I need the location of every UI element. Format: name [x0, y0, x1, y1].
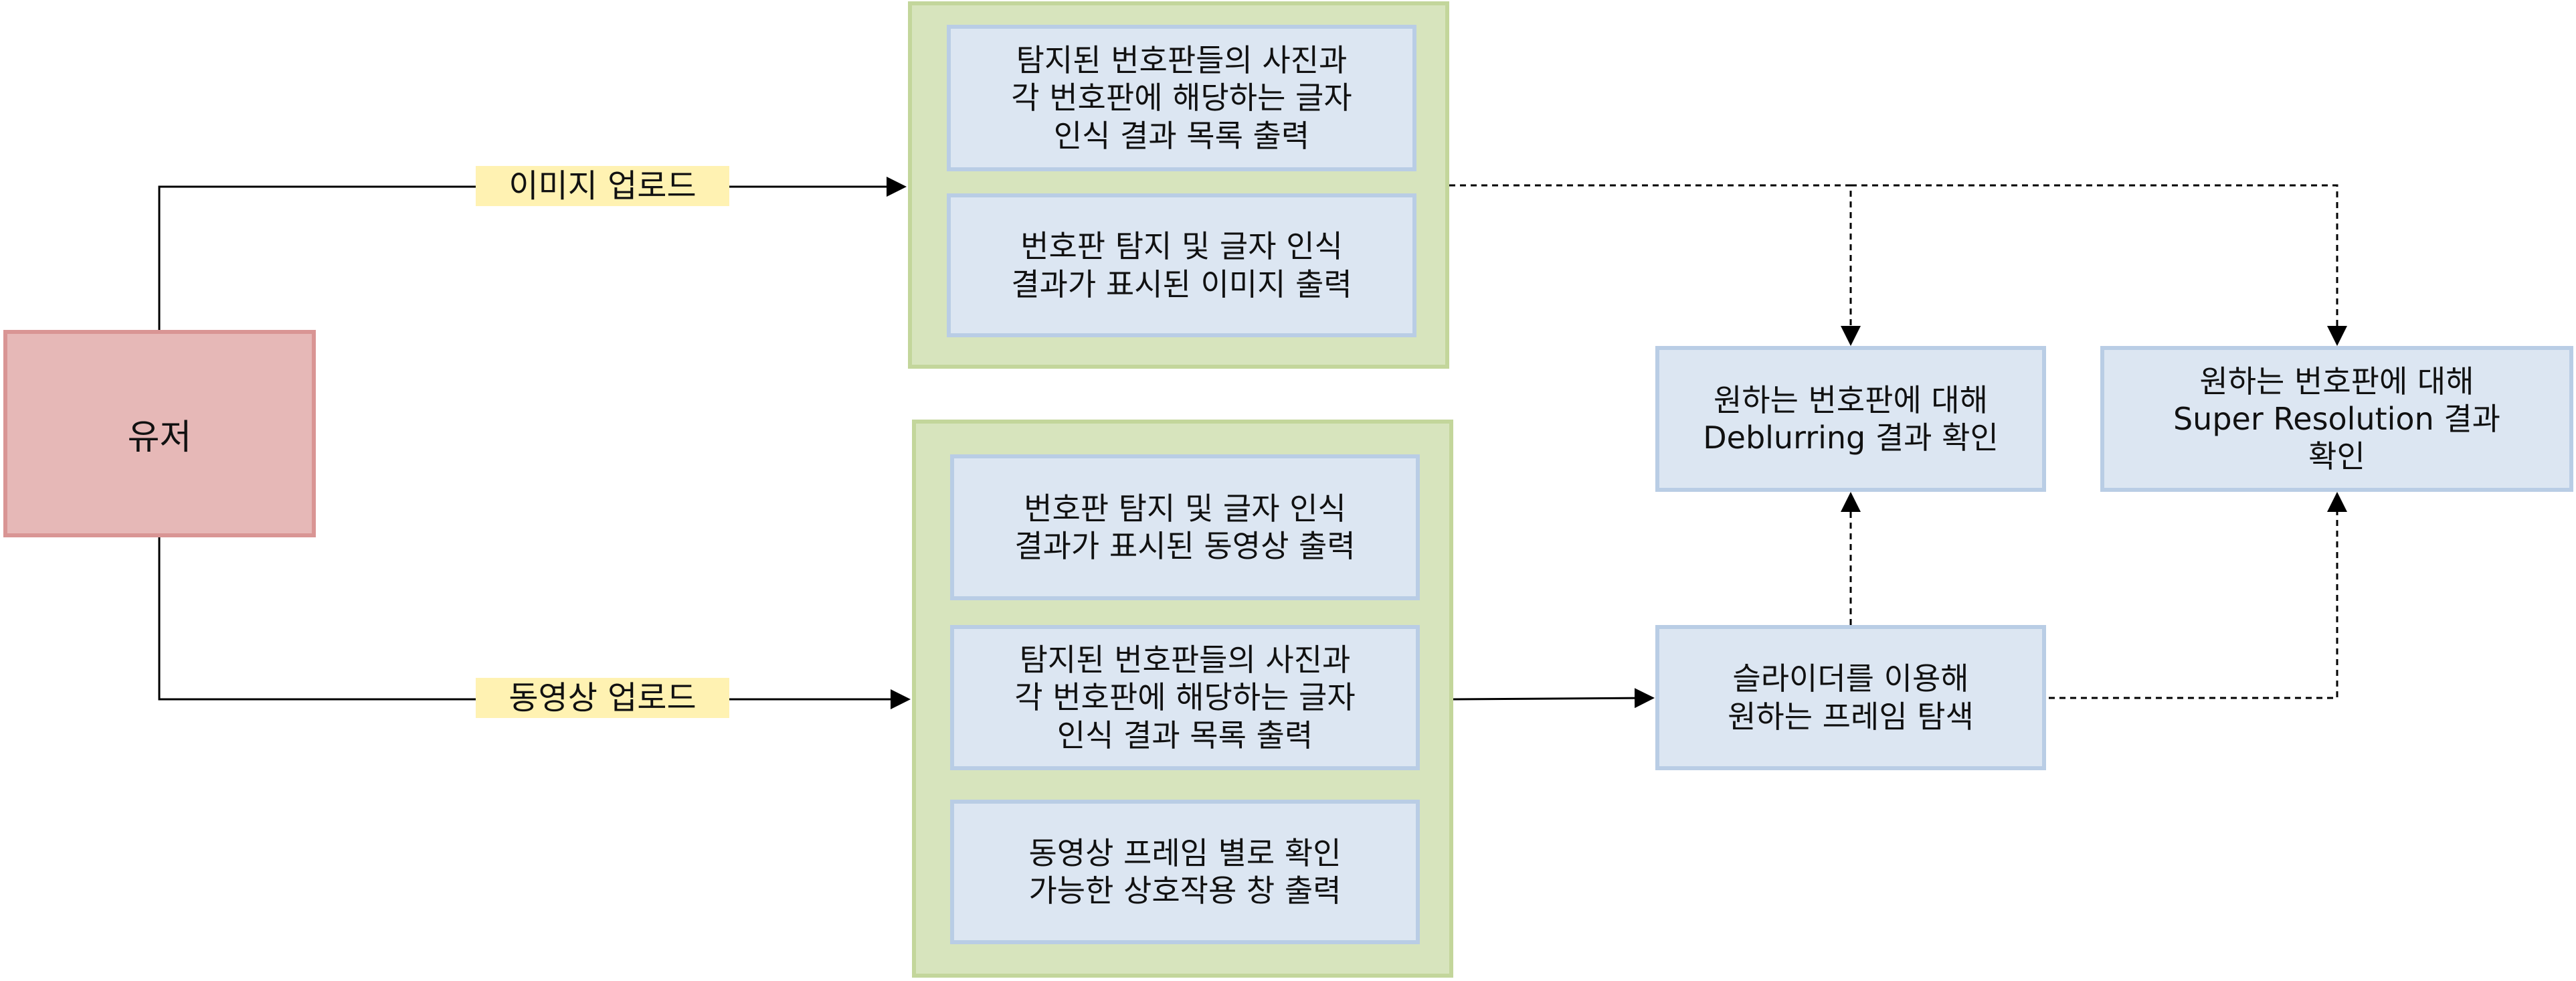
image-plate-list-box: 탐지된 번호판들의 사진과 각 번호판에 해당하는 글자 인식 결과 목록 출력 [947, 25, 1416, 171]
image-upload-label: 이미지 업로드 [476, 166, 729, 206]
video-interaction-box: 동영상 프레임 별로 확인 가능한 상호작용 창 출력 [950, 800, 1420, 944]
edge-image-group-to-super-res [1851, 184, 2347, 346]
deblur-box: 원하는 번호판에 대해 Deblurring 결과 확인 [1655, 346, 2046, 492]
edge-video-group-to-slider [1453, 688, 1655, 709]
video-result-box: 번호판 탐지 및 글자 인식 결과가 표시된 동영상 출력 [950, 454, 1420, 600]
video-upload-label: 동영상 업로드 [476, 678, 729, 718]
super-resolution-box: 원하는 번호판에 대해 Super Resolution 결과 확인 [2100, 346, 2573, 492]
edge-user-to-image-group [158, 177, 907, 330]
user-node: 유저 [3, 330, 316, 537]
edge-image-group-to-deblur [1449, 184, 1861, 346]
edge-slider-to-super-res [2049, 492, 2347, 699]
image-result-box: 번호판 탐지 및 글자 인식 결과가 표시된 이미지 출력 [947, 193, 1416, 337]
video-plate-list-box: 탐지된 번호판들의 사진과 각 번호판에 해당하는 글자 인식 결과 목록 출력 [950, 625, 1420, 770]
slider-frame-search-box: 슬라이더를 이용해 원하는 프레임 탐색 [1655, 625, 2046, 770]
edge-user-to-video-group [158, 537, 911, 709]
